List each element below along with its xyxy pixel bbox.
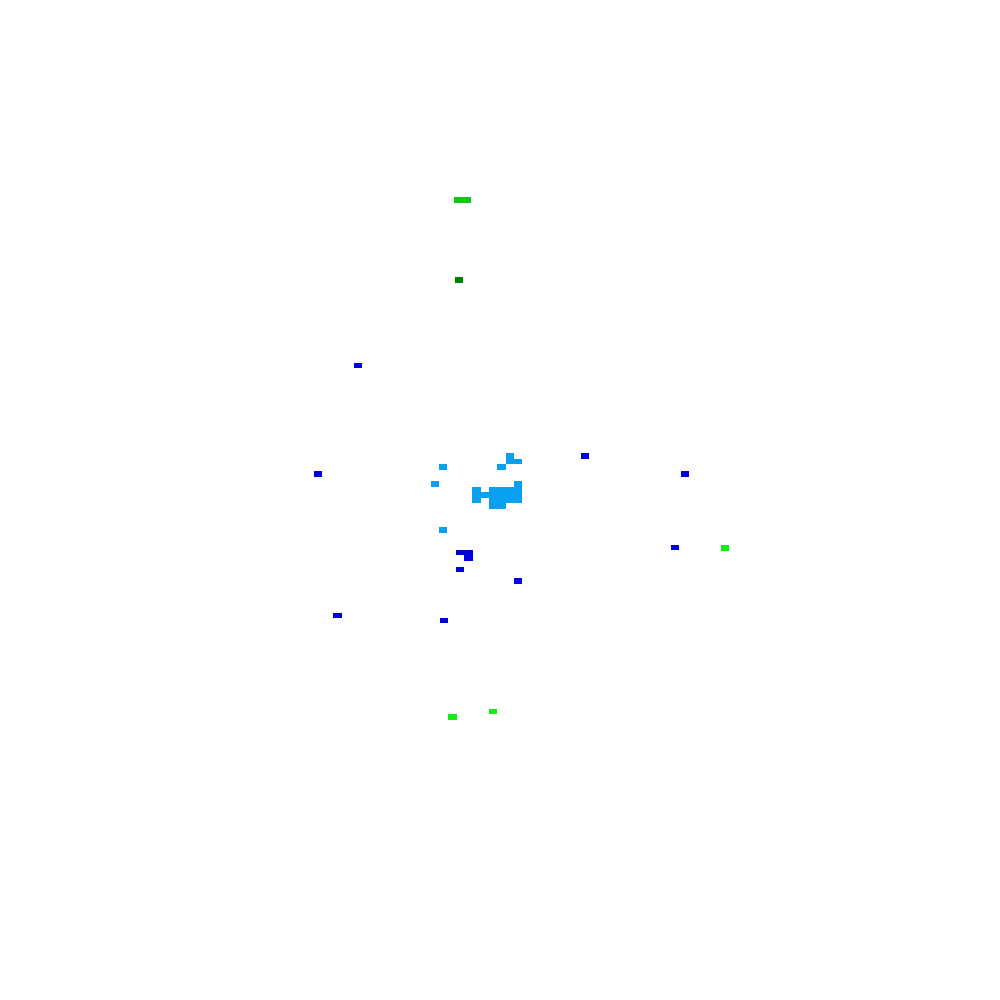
light-blue-marker (489, 487, 522, 492)
bright-green-marker (489, 709, 497, 714)
blue-marker (671, 545, 679, 550)
light-blue-marker (472, 492, 522, 498)
light-blue-marker (514, 481, 522, 487)
blue-marker (681, 471, 689, 477)
light-blue-marker (439, 464, 447, 470)
blue-marker (314, 471, 322, 477)
light-blue-marker (506, 459, 522, 464)
blue-marker (354, 363, 362, 368)
bright-green-marker (448, 714, 457, 720)
blue-marker (456, 550, 473, 555)
green-marker-top (454, 197, 471, 203)
dark-green-marker (455, 277, 463, 283)
light-blue-marker (431, 481, 439, 487)
blue-marker (581, 453, 589, 459)
blue-marker (333, 613, 342, 618)
light-blue-marker (489, 503, 506, 509)
blue-marker (464, 555, 473, 561)
blue-marker (456, 567, 464, 572)
light-blue-marker (506, 453, 514, 459)
bright-green-marker (721, 545, 729, 551)
blue-marker (514, 578, 522, 584)
light-blue-marker (489, 498, 522, 503)
blue-marker (440, 618, 448, 623)
light-blue-marker (497, 464, 506, 470)
light-blue-marker (439, 527, 447, 533)
